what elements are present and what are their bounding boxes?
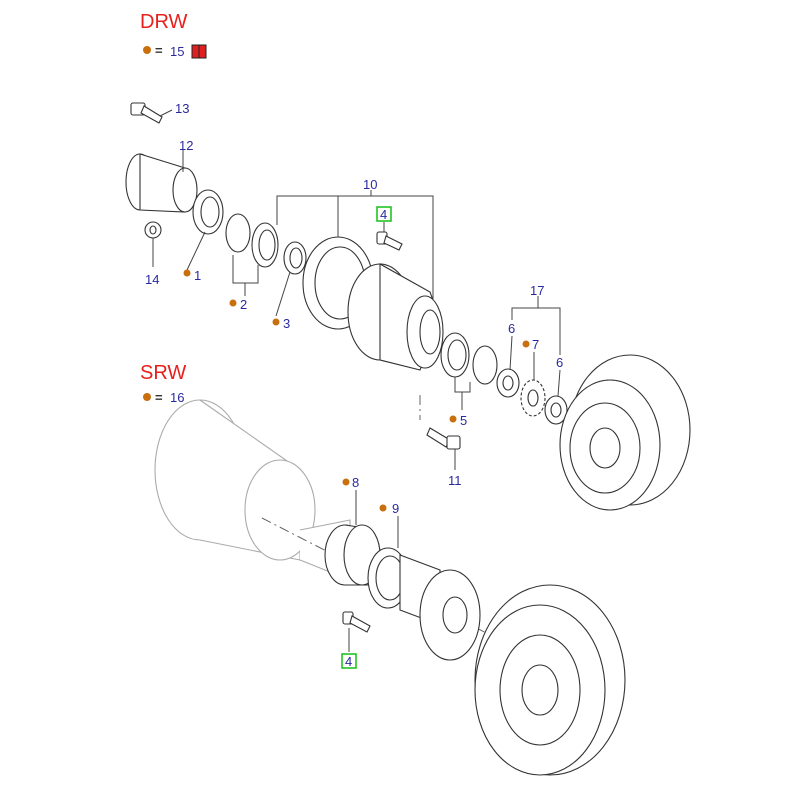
hub-cover-12	[125, 153, 198, 213]
callout-5[interactable]: 5	[460, 413, 467, 428]
callout-dot	[272, 318, 280, 326]
callout-4[interactable]: 4	[380, 207, 387, 222]
callout-17[interactable]: 17	[530, 283, 544, 298]
callout-dot	[449, 415, 457, 423]
stud-4-srw	[342, 611, 371, 633]
callout-4[interactable]: 4	[345, 654, 352, 669]
callout-dot	[522, 340, 530, 348]
highlight-box	[376, 206, 392, 222]
drum-srw	[474, 584, 626, 776]
callout-dot	[229, 299, 237, 307]
callout-11[interactable]: 11	[448, 473, 462, 488]
legend-dot	[143, 46, 151, 54]
callout-3[interactable]: 3	[283, 316, 290, 331]
callout-2[interactable]: 2	[240, 297, 247, 312]
bearing-5	[440, 332, 498, 385]
washer-7	[520, 379, 546, 417]
book-icon[interactable]	[191, 44, 207, 59]
srw-title: SRW	[140, 362, 186, 384]
leader-lines	[152, 109, 561, 652]
bearing-2	[225, 213, 279, 268]
callout-10[interactable]: 10	[363, 177, 377, 192]
nut-14	[144, 221, 162, 239]
seal-3	[283, 241, 307, 275]
callout-6[interactable]: 6	[556, 355, 563, 370]
bolt-11	[426, 427, 461, 450]
legend-equals: =	[155, 43, 163, 58]
seal-1	[192, 189, 224, 235]
legend-equals: =	[155, 390, 163, 405]
bolt-13	[130, 102, 163, 124]
callout-7[interactable]: 7	[532, 337, 539, 352]
callout-6[interactable]: 6	[508, 321, 515, 336]
stud-4	[376, 231, 403, 251]
hub-10	[347, 263, 444, 371]
nut-6b	[544, 395, 568, 425]
callout-dot	[342, 478, 350, 486]
axle-housing	[154, 399, 351, 581]
callout-1[interactable]: 1	[194, 268, 201, 283]
legend-ref-15[interactable]: 15	[170, 44, 184, 59]
nut-6a	[496, 368, 520, 398]
callout-dot	[183, 269, 191, 277]
legend-ref-16[interactable]: 16	[170, 390, 184, 405]
callout-dot	[379, 504, 387, 512]
callout-8[interactable]: 8	[352, 475, 359, 490]
legend-dot	[143, 393, 151, 401]
hub-srw	[399, 554, 481, 661]
callout-12[interactable]: 12	[179, 138, 193, 153]
seal-9	[367, 547, 409, 609]
callout-14[interactable]: 14	[145, 272, 159, 287]
callout-9[interactable]: 9	[392, 501, 399, 516]
callout-13[interactable]: 13	[175, 101, 189, 116]
drum-drw	[559, 354, 691, 511]
highlight-box	[341, 653, 357, 669]
drw-title: DRW	[140, 11, 188, 33]
